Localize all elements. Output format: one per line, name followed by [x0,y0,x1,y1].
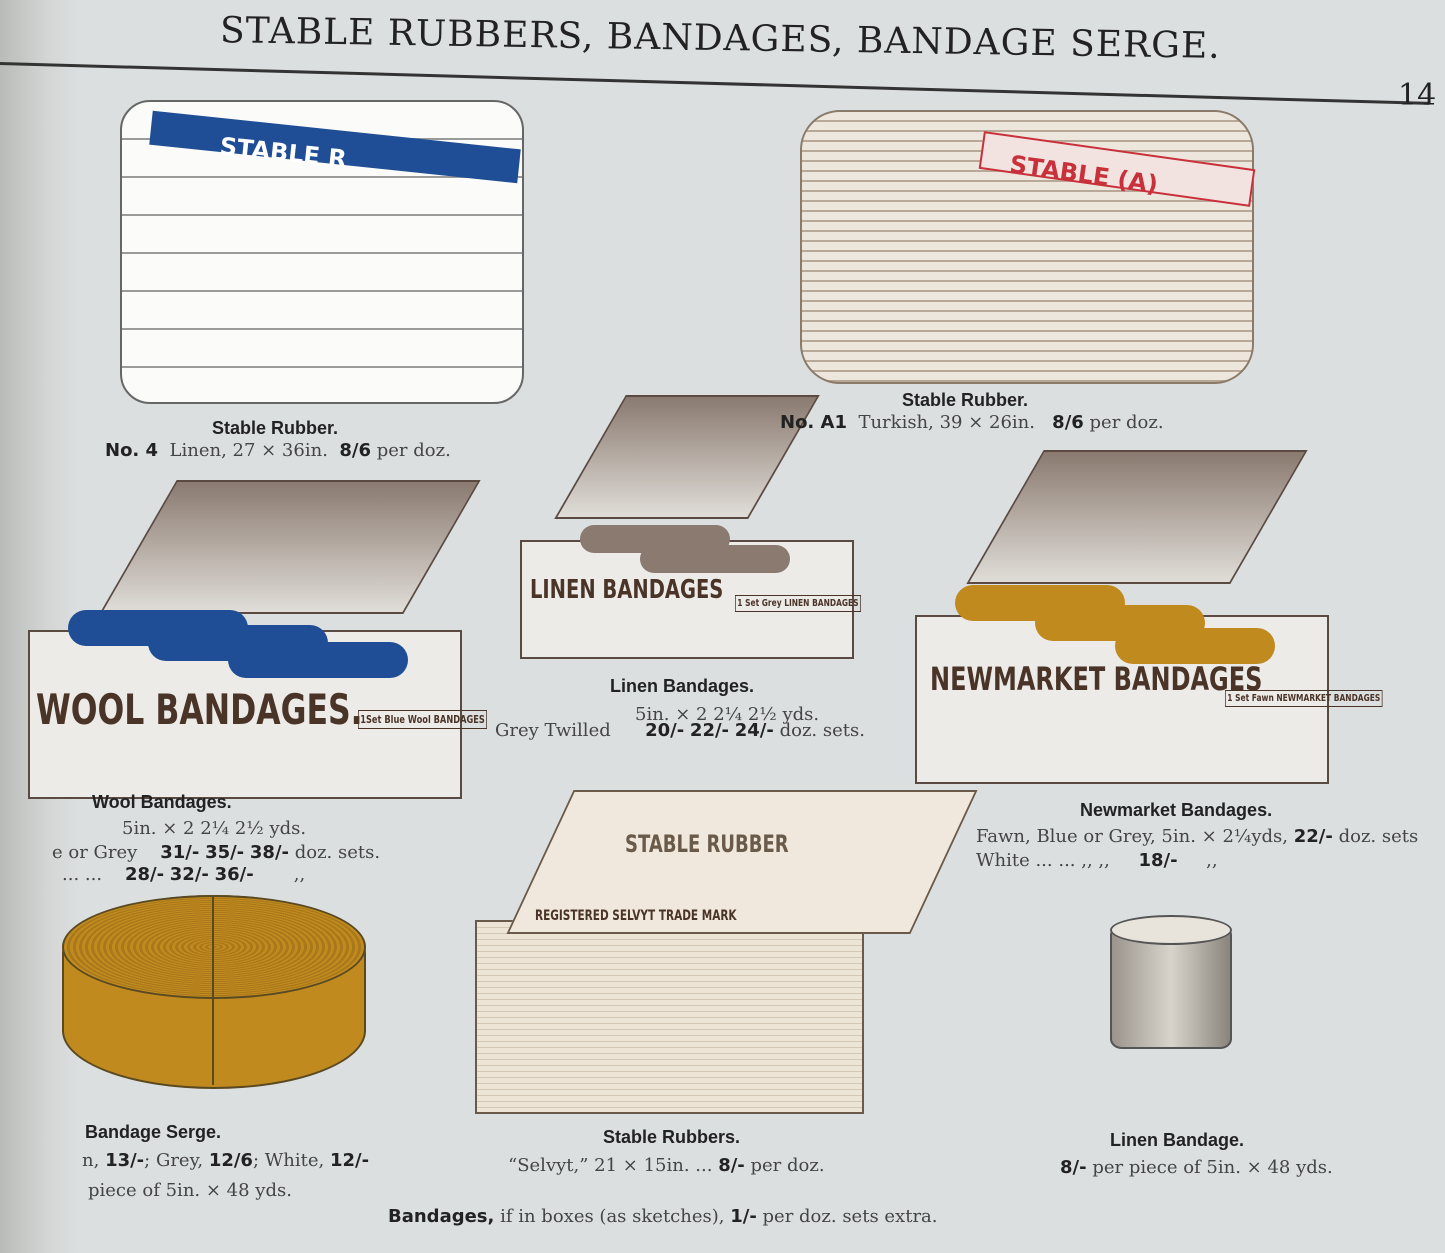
stable-rubber-linen-illustration: STABLE R [110,100,540,410]
footer-note: Bandages, if in boxes (as sketches), 1/-… [388,1206,938,1227]
linen-bandages-sizes: 5in. × 2 2¼ 2½ yds. [635,704,820,725]
newmarket-bandages-row1: Fawn, Blue or Grey, 5in. × 2¼yds, 22/- d… [976,826,1419,847]
wool-bandages-box-illustration: WOOL BANDAGES. 1Set Blue Wool BANDAGES [28,480,488,810]
linen-bandage-details: 8/- per piece of 5in. × 48 yds. [1060,1157,1333,1178]
linen-bandage-caption: Linen Bandage. [1110,1130,1245,1150]
stable-rubber-4-caption: Stable Rubber. [212,418,339,438]
stable-rubber-turkish-illustration: STABLE (A) [800,110,1260,390]
page-title: STABLE RUBBERS, BANDAGES, BANDAGE SERGE. [219,10,1221,67]
wool-bandages-sizes: 5in. × 2 2¼ 2½ yds. [122,818,307,839]
page-number: 14 [1398,78,1437,113]
newmarket-bandages-row2: White ... ... ,, ,, 18/- ,, [976,850,1218,871]
newmarket-bandages-caption: Newmarket Bandages. [1080,800,1273,820]
linen-bandages-box-illustration: LINEN BANDAGES 1 Set Grey LINEN BANDAGES [520,395,861,665]
wool-bandages-row2: ... ... 28/- 32/- 36/- ,, [62,864,306,885]
selvyt-caption: Stable Rubbers. [603,1127,741,1147]
bandage-serge-illustration [62,895,366,1090]
wool-bandages-caption: Wool Bandages. [92,792,232,812]
selvyt-details: “Selvyt,” 21 × 15in. ... 8/- per doz. [508,1155,825,1176]
selvyt-stable-rubbers-illustration: STABLE RUBBER REGISTERED SELVYT TRADE MA… [475,790,978,1115]
stable-rubber-4-details: No. 4 Linen, 27 × 36in. 8/6 per doz. [105,440,451,461]
bandage-serge-size: piece of 5in. × 48 yds. [88,1180,292,1201]
wool-bandages-row1: e or Grey 31/- 35/- 38/- doz. sets. [52,842,381,863]
title-rule [0,62,1430,105]
stable-rubber-a1-caption: Stable Rubber. [902,390,1029,410]
stable-rubber-a1-details: No. A1 Turkish, 39 × 26in. 8/6 per doz. [780,412,1164,433]
linen-bandage-roll-illustration [1110,915,1232,1050]
linen-bandages-caption: Linen Bandages. [610,676,755,696]
linen-bandages-row: Grey Twilled 20/- 22/- 24/- doz. sets. [495,720,865,741]
newmarket-bandages-box-illustration: NEWMARKET BANDAGES 1 Set Fawn NEWMARKET … [915,450,1383,785]
bandage-serge-prices: n, 13/-; Grey, 12/6; White, 12/- [82,1150,370,1171]
bandage-serge-caption: Bandage Serge. [85,1122,222,1142]
